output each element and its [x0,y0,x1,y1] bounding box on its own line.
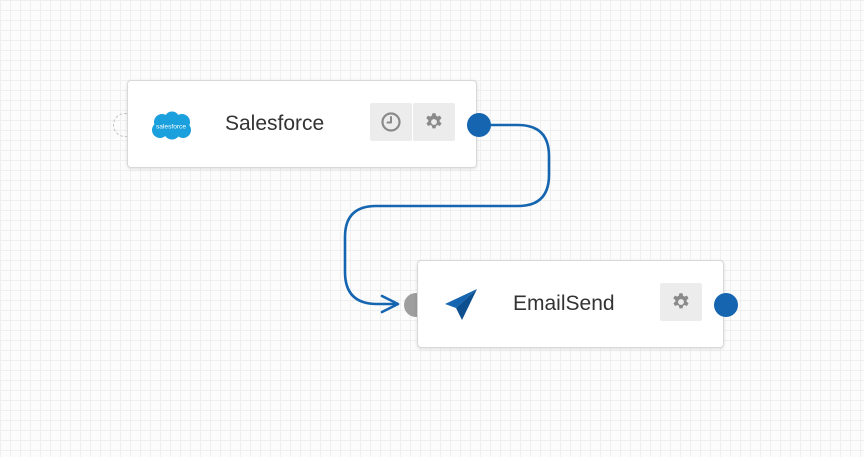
emailsend-node-label: EmailSend [513,292,615,315]
gear-icon [673,293,689,309]
salesforce-cloud-icon: salesforce [150,111,192,141]
gear-icon [426,113,442,129]
emailsend-node[interactable]: EmailSend [417,260,724,348]
salesforce-logo-text: salesforce [156,124,186,131]
paper-plane-icon [444,288,478,322]
schedule-button[interactable] [370,103,412,141]
emailsend-settings-button[interactable] [660,283,702,321]
salesforce-node[interactable]: salesforce Salesforce [127,80,477,168]
emailsend-output-port[interactable] [714,293,738,317]
salesforce-output-port[interactable] [467,113,491,137]
salesforce-node-label: Salesforce [225,112,325,135]
clock-icon [381,112,401,132]
connection-arrowhead [380,294,400,314]
salesforce-settings-button[interactable] [413,103,455,141]
